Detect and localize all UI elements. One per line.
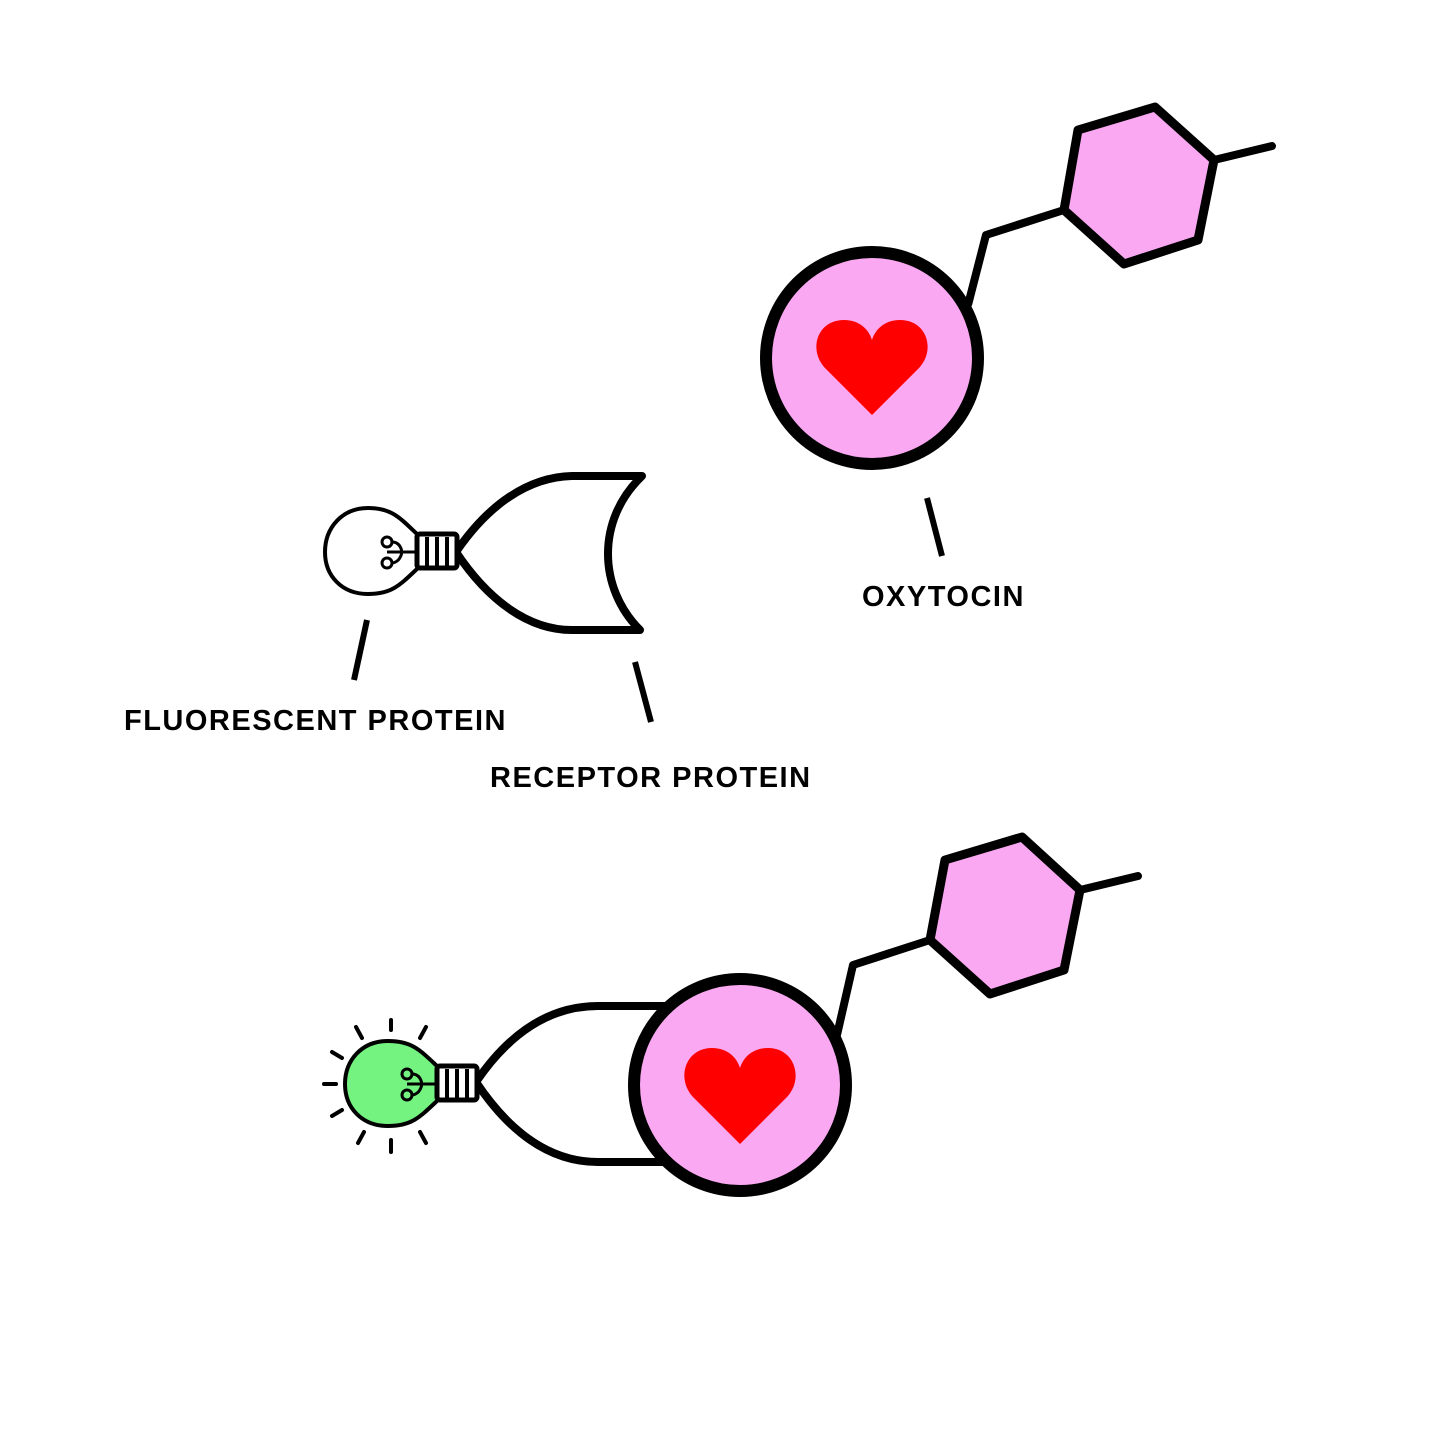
lightbulb-off-icon — [322, 505, 457, 597]
receptor-leader-line — [632, 661, 654, 723]
fluorescent-protein-label: FLUORESCENT PROTEIN — [124, 705, 507, 737]
oxytocin-ring-bound — [925, 832, 1085, 999]
oxytocin-linker-top — [964, 206, 1066, 306]
oxytocin-leader-line — [924, 497, 945, 557]
receptor-protein-top — [452, 472, 646, 634]
top-unbound-group — [322, 102, 1276, 723]
lightbulb-on-icon — [342, 1038, 477, 1129]
glow-rays — [322, 1018, 428, 1154]
oxytocin-linker-bound — [833, 936, 932, 1036]
oxytocin-ring-top — [1059, 102, 1219, 269]
heart-icon — [816, 320, 928, 415]
bottom-bound-group — [322, 832, 1142, 1197]
oxytocin-molecule-top — [760, 102, 1276, 470]
heart-icon — [684, 1048, 796, 1144]
fluorescent-leader-line — [351, 619, 370, 681]
receptor-protein-label: RECEPTOR PROTEIN — [490, 762, 812, 794]
oxytocin-tail-bound — [1076, 872, 1142, 894]
oxytocin-molecule-bound — [628, 832, 1142, 1197]
oxytocin-label: OXYTOCIN — [862, 581, 1025, 613]
oxytocin-tail-top — [1210, 142, 1276, 164]
